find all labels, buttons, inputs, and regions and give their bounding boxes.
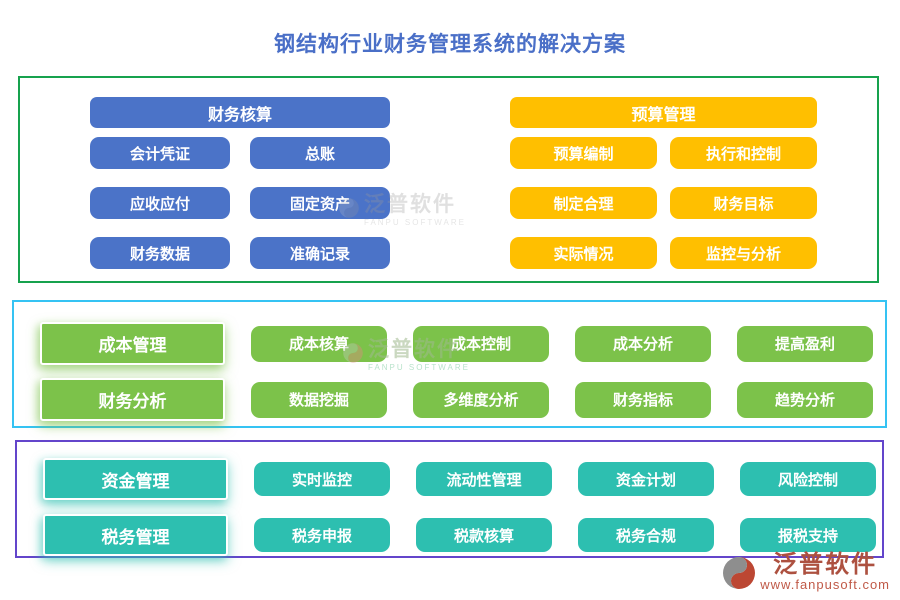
page-title: 钢结构行业财务管理系统的解决方案 — [274, 33, 626, 56]
feature-button[interactable]: 报税支持 — [740, 518, 876, 552]
feature-button[interactable]: 成本核算 — [251, 325, 387, 362]
fanpu-swirl-icon — [723, 556, 756, 589]
fund-management-header-button[interactable]: 资金管理 — [43, 458, 228, 500]
tax-management-header-button[interactable]: 税务管理 — [43, 514, 228, 556]
fanpu-logo[interactable]: 泛普软件 www.fanpusoft.com — [721, 552, 890, 593]
feature-button[interactable]: 风险控制 — [740, 462, 876, 496]
feature-button[interactable]: 流动性管理 — [416, 462, 552, 496]
feature-button[interactable]: 多维度分析 — [413, 381, 549, 418]
feature-button[interactable]: 实时监控 — [254, 462, 390, 496]
feature-button[interactable]: 总账 — [250, 137, 390, 169]
budget-management-header-button[interactable]: 预算管理 — [510, 97, 817, 128]
feature-button[interactable]: 制定合理 — [510, 187, 657, 219]
feature-button[interactable]: 成本控制 — [413, 325, 549, 362]
budget-management-items: 预算编制 执行和控制 制定合理 财务目标 实际情况 监控与分析 — [510, 137, 817, 269]
cost-management-header-button[interactable]: 成本管理 — [40, 322, 225, 365]
financial-analysis-header-button[interactable]: 财务分析 — [40, 378, 225, 421]
feature-button[interactable]: 趋势分析 — [737, 381, 873, 418]
feature-button[interactable]: 准确记录 — [250, 237, 390, 269]
row-financial-analysis: 财务分析 数据挖掘 多维度分析 财务指标 趋势分析 — [14, 378, 885, 421]
feature-button[interactable]: 财务目标 — [670, 187, 817, 219]
feature-button[interactable]: 财务数据 — [90, 237, 230, 269]
section-cost-analysis: 成本管理 成本核算 成本控制 成本分析 提高盈利 财务分析 数据挖掘 多维度分析… — [12, 300, 887, 428]
group-budget-management: 预算管理 预算编制 执行和控制 制定合理 财务目标 实际情况 监控与分析 — [510, 97, 817, 269]
feature-button[interactable]: 监控与分析 — [670, 237, 817, 269]
feature-button[interactable]: 执行和控制 — [670, 137, 817, 169]
feature-button[interactable]: 税款核算 — [416, 518, 552, 552]
fanpu-logo-name: 泛普软件 — [773, 552, 878, 579]
section-finance-budget: 财务核算 会计凭证 总账 应收应付 固定资产 财务数据 准确记录 预算管理 预算… — [18, 76, 879, 283]
finance-accounting-items: 会计凭证 总账 应收应付 固定资产 财务数据 准确记录 — [90, 137, 390, 269]
feature-button[interactable]: 会计凭证 — [90, 137, 230, 169]
row-cost-management: 成本管理 成本核算 成本控制 成本分析 提高盈利 — [14, 322, 885, 365]
group-finance-accounting: 财务核算 会计凭证 总账 应收应付 固定资产 财务数据 准确记录 — [90, 97, 390, 269]
feature-button[interactable]: 财务指标 — [575, 381, 711, 418]
feature-button[interactable]: 税务合规 — [578, 518, 714, 552]
row-tax-management: 税务管理 税务申报 税款核算 税务合规 报税支持 — [17, 514, 882, 556]
feature-button[interactable]: 税务申报 — [254, 518, 390, 552]
feature-button[interactable]: 应收应付 — [90, 187, 230, 219]
feature-button[interactable]: 固定资产 — [250, 187, 390, 219]
row-fund-management: 资金管理 实时监控 流动性管理 资金计划 风险控制 — [17, 458, 882, 500]
feature-button[interactable]: 实际情况 — [510, 237, 657, 269]
feature-button[interactable]: 预算编制 — [510, 137, 657, 169]
feature-button[interactable]: 提高盈利 — [737, 325, 873, 362]
section-fund-tax: 资金管理 实时监控 流动性管理 资金计划 风险控制 税务管理 税务申报 税款核算… — [15, 440, 884, 558]
finance-accounting-header-button[interactable]: 财务核算 — [90, 97, 390, 128]
feature-button[interactable]: 成本分析 — [575, 325, 711, 362]
fanpu-logo-url[interactable]: www.fanpusoft.com — [760, 577, 890, 593]
feature-button[interactable]: 数据挖掘 — [251, 381, 387, 418]
feature-button[interactable]: 资金计划 — [578, 462, 714, 496]
